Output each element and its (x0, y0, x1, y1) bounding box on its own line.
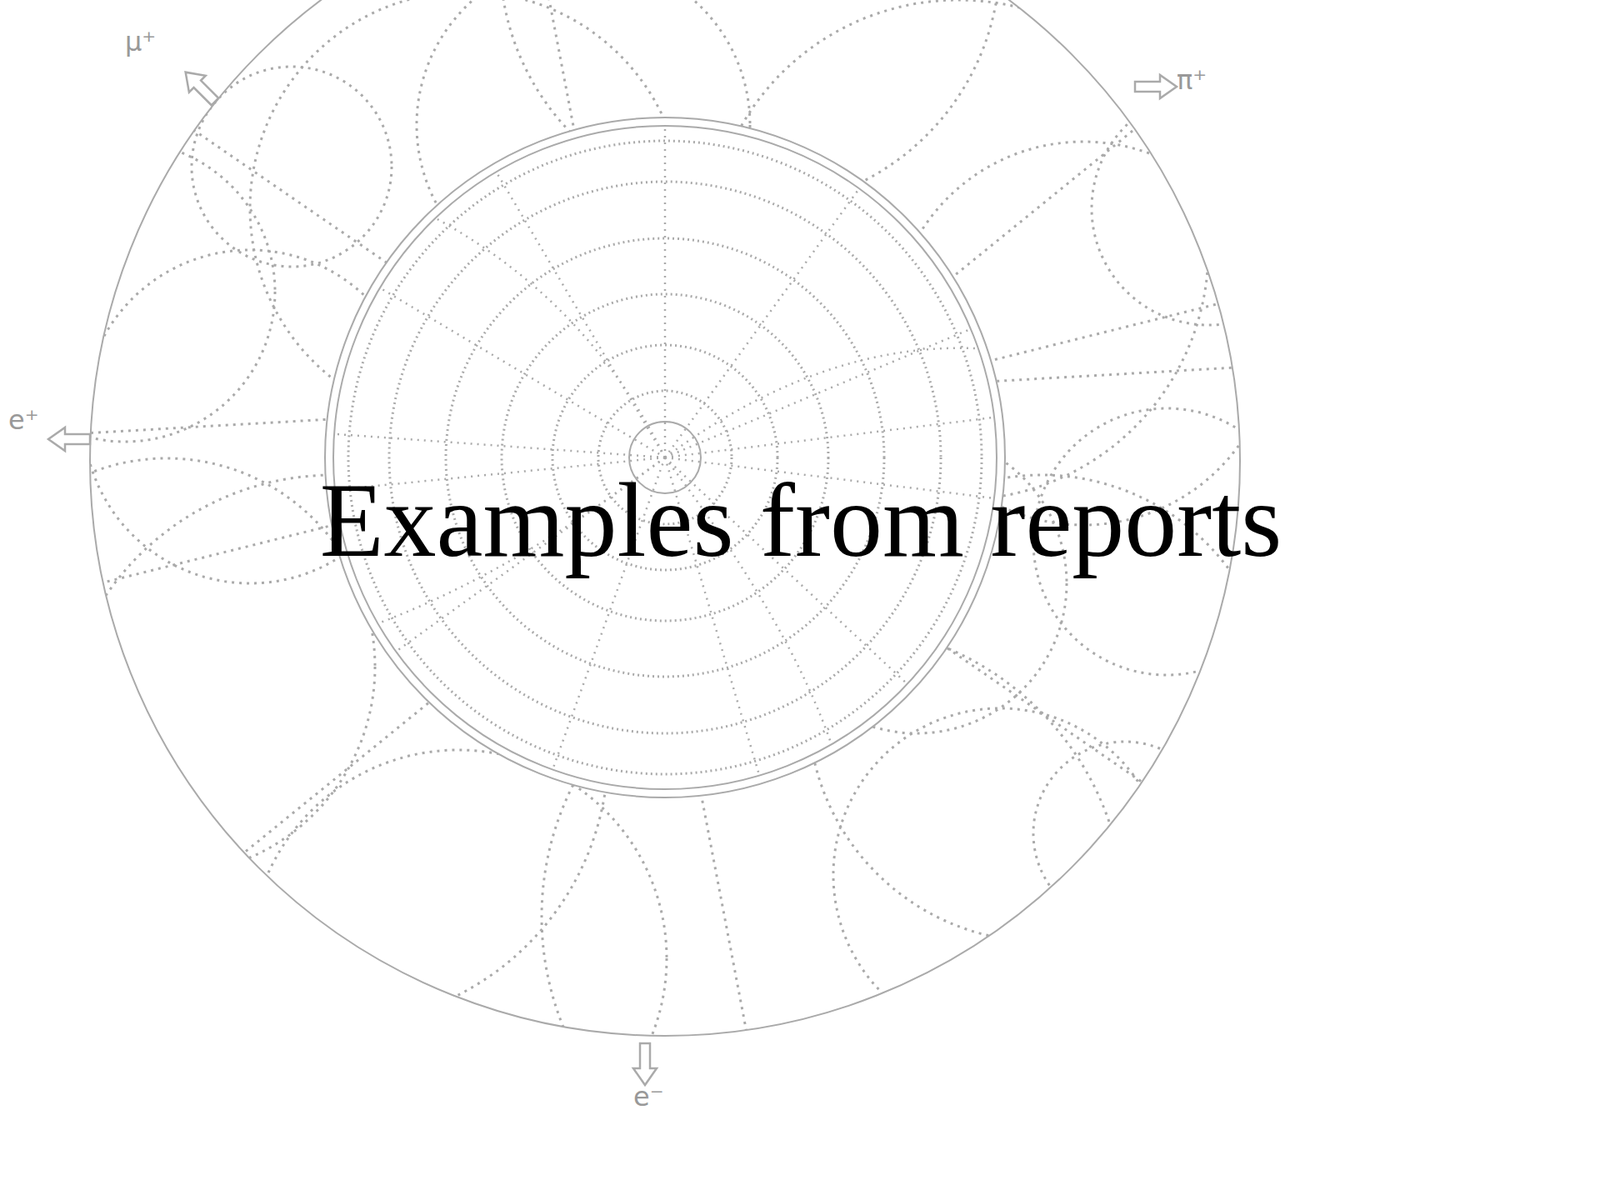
particle-label: π⁺ (1176, 66, 1207, 94)
slide-title: Examples from reports (320, 463, 1283, 580)
particle-label: e⁺ (8, 406, 40, 434)
particle-label: μ⁺ (125, 28, 156, 55)
particle-label: e⁻ (633, 1083, 665, 1110)
